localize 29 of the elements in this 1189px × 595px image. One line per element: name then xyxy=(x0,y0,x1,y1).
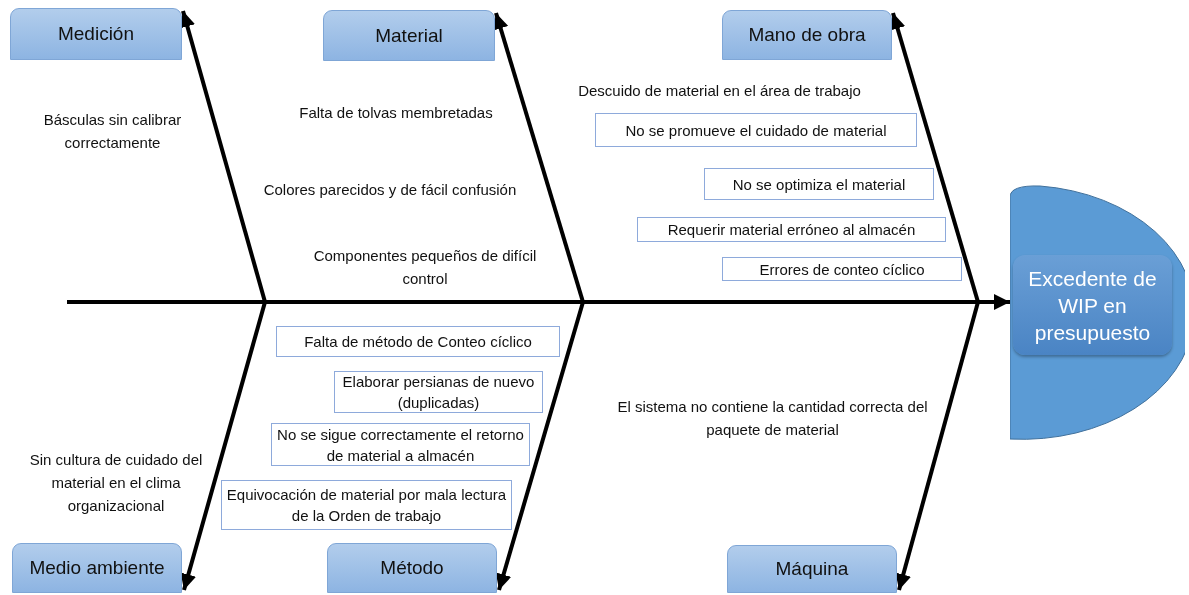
cause-box: No se sigue correctamente el retorno de material a almacén xyxy=(271,423,530,466)
category-box: Medición xyxy=(10,8,182,60)
cause-text: Colores parecidos y de fácil confusión xyxy=(262,180,518,200)
category-box: Medio ambiente xyxy=(12,543,182,593)
cause-text: Sin cultura de cuidado del material en el clima organizacional xyxy=(28,450,204,516)
category-box: Método xyxy=(327,543,497,593)
cause-text: Descuido de material en el área de trabajo xyxy=(577,81,862,101)
category-box: Mano de obra xyxy=(722,10,892,60)
cause-box: Falta de método de Conteo cíclico xyxy=(276,326,560,357)
cause-text: Componentes pequeños de difícil control xyxy=(312,246,538,289)
cause-box: Errores de conteo cíclico xyxy=(722,257,962,281)
arrow xyxy=(180,301,267,591)
cause-text: El sistema no contiene la cantidad correcta del paquete de material xyxy=(616,397,929,440)
arrow xyxy=(889,12,980,303)
effect-box: Excedente de WIP en presupuesto xyxy=(1013,255,1172,355)
arrow xyxy=(495,301,585,591)
cause-box: No se promueve el cuidado de material xyxy=(595,113,917,147)
arrow xyxy=(179,10,267,303)
cause-box: No se optimiza el material xyxy=(704,168,934,200)
arrow xyxy=(67,294,1010,310)
cause-box: Elaborar persianas de nuevo (duplicadas) xyxy=(334,371,543,413)
category-box: Material xyxy=(323,10,495,61)
cause-text: Básculas sin calibrar correctamente xyxy=(42,110,183,153)
category-box: Máquina xyxy=(727,545,897,593)
arrow xyxy=(492,12,585,303)
cause-text: Falta de tolvas membretadas xyxy=(298,103,494,123)
arrow xyxy=(895,301,980,591)
cause-box: Equivocación de material por mala lectura de la Orden de trabajo xyxy=(221,480,512,530)
cause-box: Requerir material erróneo al almacén xyxy=(637,217,946,242)
